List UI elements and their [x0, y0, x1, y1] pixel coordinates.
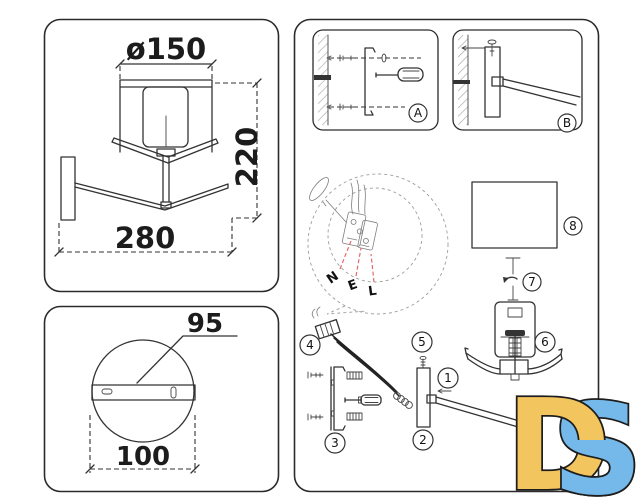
part-6-badge	[534, 331, 556, 353]
part-1-label: 1	[444, 371, 452, 385]
leader-neutral	[339, 240, 352, 270]
insert-arrow	[437, 388, 452, 394]
arm-joint	[491, 76, 504, 87]
part-3-label: 3	[331, 436, 339, 450]
part-fixing-kit: 3	[307, 366, 382, 454]
slot-left	[101, 388, 113, 395]
part-finial-rotate: 7	[503, 257, 542, 301]
slot-right	[170, 386, 177, 399]
step-b-label: B	[563, 116, 571, 130]
part-2-label: 2	[419, 433, 427, 447]
panel-side-view-drawing: ø150 220	[43, 18, 280, 293]
socket	[156, 148, 176, 157]
backplate-circle	[91, 339, 196, 443]
part-6-label: 6	[541, 335, 549, 349]
part-arm-attach: 1	[426, 367, 531, 430]
part-shade: 8	[471, 181, 583, 249]
push-arrow	[461, 45, 486, 51]
dim-label-100: 100	[116, 442, 170, 472]
dim-label-95: 95	[187, 309, 223, 339]
part-7-label: 7	[528, 275, 536, 289]
dimension-bracket-length: 95	[136, 309, 238, 384]
terminal-block-sketch	[341, 179, 378, 251]
wall-wire-outlet	[314, 75, 331, 80]
wire-label-live: L	[367, 284, 377, 300]
leader-live	[370, 253, 375, 283]
part-8-badge	[563, 216, 583, 236]
screw-head-icon	[381, 53, 387, 63]
wiring-detail-bubble: N E L	[307, 173, 449, 315]
glass-window	[507, 307, 523, 318]
panel-border	[293, 18, 600, 493]
panel-assembly-instructions: A B	[293, 18, 600, 493]
step-b-badge	[557, 113, 577, 133]
panel-border	[43, 18, 280, 293]
wall-anchor-icon	[346, 371, 363, 421]
screwdriver-icon	[375, 67, 424, 82]
dim-label-height: 220	[230, 127, 264, 188]
part-4-label: 4	[306, 338, 314, 352]
screw-icon	[487, 39, 497, 57]
mounting-bracket	[330, 366, 346, 431]
lamp-arm	[502, 78, 581, 106]
arm-joint	[426, 394, 437, 404]
screw-icon	[339, 54, 354, 111]
lamp-arm	[435, 396, 531, 430]
wire-label-neutral: N	[324, 269, 342, 288]
mounting-bar	[91, 384, 196, 401]
inner-diffuser	[142, 86, 189, 148]
logo-letter-s-overlap: S	[552, 376, 643, 500]
dimension-width: 280	[54, 221, 237, 257]
arm-bracket	[464, 347, 563, 381]
part-glass-diffuser: 6	[464, 301, 563, 381]
panel-backplate-drawing: 95 100	[43, 305, 280, 493]
part-8-label: 8	[569, 219, 577, 233]
safety-cable-hook	[309, 177, 347, 223]
dimension-shade-diameter: ø150	[115, 32, 217, 80]
step-a-label: A	[414, 106, 423, 120]
dim-label-width: 280	[115, 221, 176, 255]
screw-icon	[419, 355, 427, 369]
wall-plate-and-arm	[60, 156, 229, 221]
step-a-badge	[408, 103, 428, 123]
dimension-height: 220	[215, 78, 264, 252]
mounting-bracket	[364, 47, 376, 116]
wall-wire-outlet	[453, 80, 470, 84]
part-terminal-wires: 4	[299, 306, 413, 409]
part-7-badge	[522, 272, 542, 292]
brand-logo: S D S	[504, 374, 643, 500]
part-5-badge	[411, 331, 433, 353]
part-cover-plate: 2	[412, 367, 434, 451]
inset-step-a: A	[312, 29, 439, 131]
part-screw: 5	[411, 331, 433, 369]
wire-coil	[393, 392, 413, 409]
lamp-shade-drawing	[111, 79, 219, 209]
logo-letter-s: S	[552, 376, 643, 500]
part-5-label: 5	[418, 335, 426, 349]
part-2-badge	[412, 429, 434, 451]
terminal-block	[314, 318, 341, 340]
part-1-badge	[437, 367, 459, 389]
part-4-badge	[299, 334, 321, 356]
wire-label-earth: E	[346, 277, 359, 294]
leader-earth	[355, 247, 362, 277]
screwdriver-icon	[344, 394, 382, 406]
inset-step-b: B	[452, 29, 583, 133]
screw-icon	[307, 371, 324, 421]
logo-letter-d: D	[506, 374, 611, 500]
part-3-badge	[324, 432, 346, 454]
dim-label-diameter: ø150	[126, 32, 206, 66]
wall-plate	[60, 156, 76, 221]
panel-border	[43, 305, 280, 493]
socket-ring	[505, 330, 525, 336]
dimension-plate-diameter: 100	[85, 415, 200, 474]
